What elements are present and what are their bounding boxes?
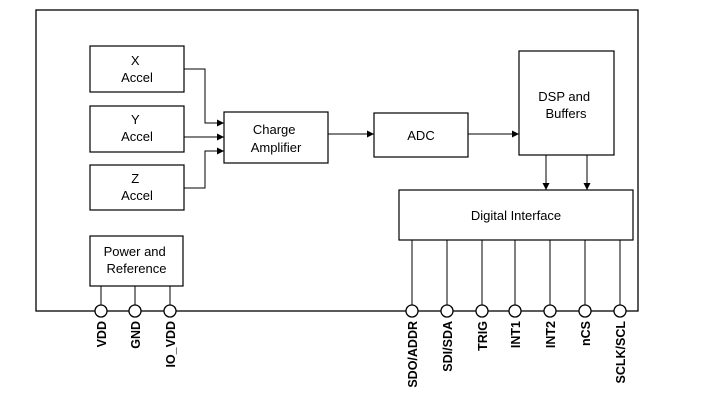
pin-sclk-scl-label: SCLK/SCL (614, 321, 628, 384)
pin-ncs-terminal (578, 304, 592, 318)
pin-vdd-label: VDD (95, 321, 109, 347)
digital-interface-label: Digital Interface (471, 208, 561, 223)
pin-sclk-scl: SCLK/SCL (613, 304, 628, 384)
pin-io-vdd: IO_VDD (163, 304, 178, 368)
z-accel-block: Z Accel (89, 164, 185, 211)
svg-text:Z Accel: Z Accel (121, 171, 153, 203)
pin-trig: TRIG (475, 304, 490, 351)
pin-gnd: GND (128, 304, 143, 349)
power-reference-block: Power and Reference (89, 235, 184, 287)
power-reference-label-line1: Power and (104, 244, 166, 259)
svg-text:X Accel: X Accel (121, 53, 153, 85)
pin-sclk-scl-terminal (613, 304, 627, 318)
svg-text:Power and Reference: Power and Reference (104, 244, 170, 276)
pin-sdo-addr-terminal (405, 304, 419, 318)
pin-io-vdd-label: IO_VDD (164, 321, 178, 368)
pin-trig-terminal (475, 304, 489, 318)
x-accel-label-line2: Accel (121, 70, 153, 85)
pin-int2-label: INT2 (544, 321, 558, 348)
pin-vdd-terminal (94, 304, 108, 318)
pin-int1: INT1 (508, 304, 523, 348)
pin-gnd-label: GND (129, 321, 143, 349)
pin-leads (100, 240, 621, 305)
pin-sdi-sda: SDI/SDA (440, 304, 455, 372)
y-accel-label-line1: Y (131, 112, 140, 127)
power-reference-label-line2: Reference (107, 261, 167, 276)
x-accel-block: X Accel (89, 45, 185, 93)
pin-int1-terminal (508, 304, 522, 318)
pin-sdi-sda-label: SDI/SDA (441, 321, 455, 372)
svg-text:ADC: ADC (407, 128, 434, 143)
pin-int1-label: INT1 (509, 321, 523, 348)
pin-int2: INT2 (543, 304, 558, 348)
dsp-label-line2: Buffers (546, 106, 587, 121)
pin-sdo-addr: SDO/ADDR (405, 304, 420, 388)
signal-wires (184, 68, 591, 190)
z-accel-label-line2: Accel (121, 188, 153, 203)
x-accel-label-line1: X (131, 53, 140, 68)
dsp-buffers-block: DSP and Buffers (518, 50, 615, 156)
svg-text:Digital Interface: Digital Interface (471, 208, 561, 223)
pin-sdo-addr-label: SDO/ADDR (406, 321, 420, 388)
pin-gnd-terminal (128, 304, 142, 318)
y-accel-label-line2: Accel (121, 129, 153, 144)
pin-sdi-sda-terminal (440, 304, 454, 318)
pin-vdd: VDD (94, 304, 109, 347)
z-accel-label-line1: Z (131, 171, 139, 186)
pin-ncs-label: nCS (579, 321, 593, 346)
dsp-label-line1: DSP and (538, 89, 590, 104)
pin-ncs: nCS (578, 304, 593, 346)
charge-amplifier-label-line1: Charge (253, 122, 296, 137)
svg-text:Charge Amplifier: Charge Amplifier (251, 122, 302, 155)
adc-block: ADC (373, 112, 469, 158)
adc-label: ADC (407, 128, 434, 143)
svg-text:DSP and Buffers: DSP and Buffers (538, 89, 593, 121)
pin-int2-terminal (543, 304, 557, 318)
pin-trig-label: TRIG (476, 321, 490, 351)
charge-amplifier-label-line2: Amplifier (251, 140, 302, 155)
y-accel-block: Y Accel (89, 105, 185, 153)
charge-amplifier-block: Charge Amplifier (223, 111, 329, 164)
pin-io-vdd-terminal (163, 304, 177, 318)
svg-text:Y Accel: Y Accel (121, 112, 153, 144)
digital-interface-block: Digital Interface (398, 189, 634, 241)
